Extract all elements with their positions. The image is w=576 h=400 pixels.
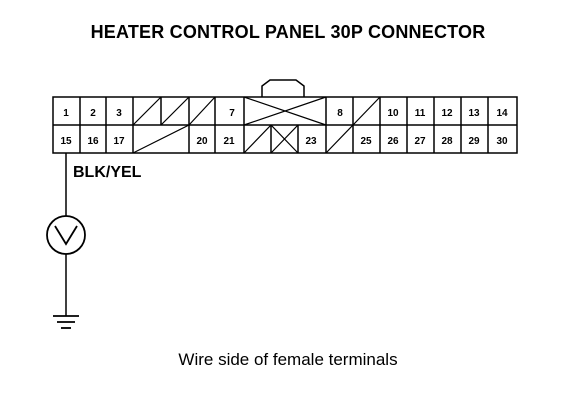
diagram-title: HEATER CONTROL PANEL 30P CONNECTOR: [90, 22, 486, 42]
wire-color-label: BLK/YEL: [73, 164, 142, 181]
diagram-caption: Wire side of female terminals: [178, 350, 398, 369]
pin-label-29: 29: [468, 136, 480, 147]
pin-label-21: 21: [223, 136, 235, 147]
pin-label-28: 28: [441, 136, 453, 147]
pin-label-30: 30: [496, 136, 508, 147]
pin-label-13: 13: [468, 108, 480, 119]
pin-label-14: 14: [496, 108, 508, 119]
pin-label-25: 25: [360, 136, 372, 147]
connector-lock-tab: [261, 79, 305, 97]
pin-label-3: 3: [116, 108, 122, 119]
pin-label-23: 23: [305, 136, 317, 147]
ground-icon: [53, 315, 79, 329]
pin-label-16: 16: [87, 136, 99, 147]
pin-label-17: 17: [113, 136, 125, 147]
voltmeter-icon: [46, 215, 86, 255]
pin-label-7: 7: [229, 108, 235, 119]
pin-label-12: 12: [441, 108, 453, 119]
pin-label-2: 2: [90, 108, 96, 119]
pin-label-15: 15: [60, 136, 72, 147]
pin-label-11: 11: [415, 108, 426, 119]
pin-label-27: 27: [414, 136, 426, 147]
pin-label-20: 20: [196, 136, 208, 147]
pin-label-10: 10: [387, 108, 399, 119]
pin-label-8: 8: [337, 108, 343, 119]
unused-cavity-marks: [132, 96, 381, 154]
pin-label-1: 1: [63, 108, 69, 119]
pin-label-26: 26: [387, 136, 399, 147]
